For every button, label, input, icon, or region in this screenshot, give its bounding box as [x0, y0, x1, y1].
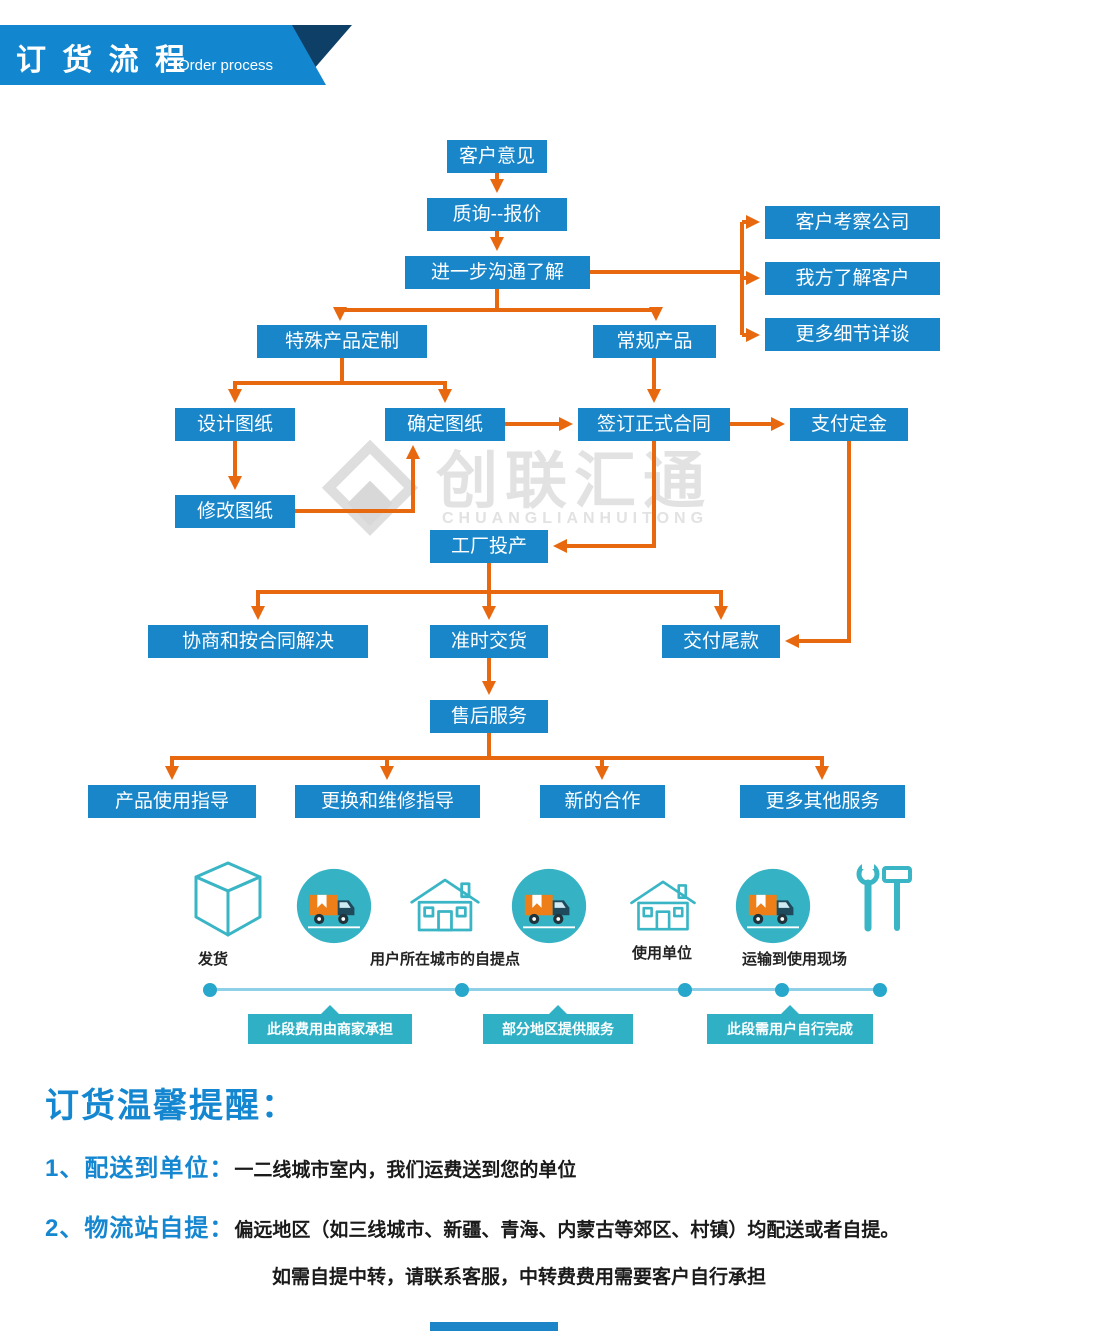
flow-box-factory-production: 工厂投产	[430, 530, 548, 563]
note-item-2: 2、物流站自提：偏远地区（如三线城市、新疆、青海、内蒙古等郊区、村镇）均配送或者…	[45, 1208, 899, 1243]
timeline-dot	[203, 983, 217, 997]
user-unit-label: 使用单位	[632, 945, 693, 962]
ship-label: 发货	[198, 951, 229, 968]
flow-box-design-drawing: 设计图纸	[175, 408, 295, 441]
note-item-3: 如需自提中转，请联系客服，中转费费用需要客户自行承担	[272, 1267, 767, 1288]
flow-box-more-services: 更多其他服务	[740, 785, 905, 818]
note-2-label: 2、物流站自提：	[45, 1215, 235, 1242]
pickup-label: 用户所在城市的自提点	[370, 951, 521, 968]
timeline-line	[210, 988, 880, 991]
flow-box-know-customer: 我方了解客户	[765, 262, 940, 295]
flow-box-repair-guide: 更换和维修指导	[295, 785, 480, 818]
flow-box-pay-deposit: 支付定金	[790, 408, 908, 441]
brand-name: 创联汇通	[436, 447, 713, 516]
flow-box-sign-contract: 签订正式合同	[578, 408, 730, 441]
timeline-dot	[455, 983, 469, 997]
delivery-truck-icon	[295, 867, 373, 945]
delivery-truck-icon	[510, 867, 588, 945]
flow-box-further-communication: 进一步沟通了解	[405, 256, 590, 289]
brand-diamond-icon	[321, 440, 419, 536]
user-unit-house-icon	[628, 878, 698, 933]
flow-box-after-sales: 售后服务	[430, 700, 548, 733]
tools-icon	[856, 859, 912, 932]
flow-box-special-custom: 特殊产品定制	[257, 325, 427, 358]
timeline-dot	[775, 983, 789, 997]
header-banner-shape	[0, 25, 352, 85]
flow-box-confirm-drawing: 确定图纸	[385, 408, 505, 441]
package-box-icon	[194, 861, 262, 937]
bottom-section-edge	[430, 1322, 558, 1331]
flow-box-more-details: 更多细节详谈	[765, 318, 940, 351]
flow-box-usage-guide: 产品使用指导	[88, 785, 256, 818]
flow-box-pay-balance: 交付尾款	[662, 625, 780, 658]
flow-box-ontime-delivery: 准时交货	[430, 625, 548, 658]
banner-seller-cost: 此段费用由商家承担	[248, 1005, 412, 1044]
page-title: 订 货 流 程	[16, 44, 190, 77]
flow-box-customer-visit: 客户考察公司	[765, 206, 940, 239]
flow-box-regular-product: 常规产品	[593, 325, 716, 358]
page-header: 订 货 流 程 Order process	[0, 25, 380, 85]
timeline-dot	[678, 983, 692, 997]
banner-user-complete: 此段需用户自行完成	[707, 1005, 873, 1044]
timeline-dot	[873, 983, 887, 997]
note-2-text: 偏远地区（如三线城市、新疆、青海、内蒙古等郊区、村镇）均配送或者自提。	[234, 1220, 900, 1241]
note-1-text: 一二线城市室内，我们运费送到您的单位	[234, 1160, 577, 1181]
pickup-house-icon	[408, 876, 482, 934]
flow-box-modify-drawing: 修改图纸	[175, 495, 295, 528]
note-1-label: 1、配送到单位：	[45, 1155, 235, 1182]
note-item-1: 1、配送到单位：一二线城市室内，我们运费送到您的单位	[45, 1148, 576, 1183]
flow-box-customer-feedback: 客户意见	[447, 140, 547, 173]
flow-box-new-cooperation: 新的合作	[540, 785, 665, 818]
brand-latin: CHUANGLIANHUITONG	[442, 510, 709, 527]
flow-box-negotiate: 协商和按合同解决	[148, 625, 368, 658]
banner-partial-service: 部分地区提供服务	[483, 1005, 633, 1044]
page-subtitle: Order process	[178, 57, 274, 74]
brand-watermark: 创联汇通 CHUANGLIANHUITONG	[318, 438, 788, 548]
flow-box-inquiry-quote: 质询--报价	[427, 198, 567, 231]
delivery-truck-icon	[734, 867, 812, 945]
transport-label: 运输到使用现场	[742, 951, 848, 968]
notes-title: 订货温馨提醒：	[45, 1087, 297, 1125]
